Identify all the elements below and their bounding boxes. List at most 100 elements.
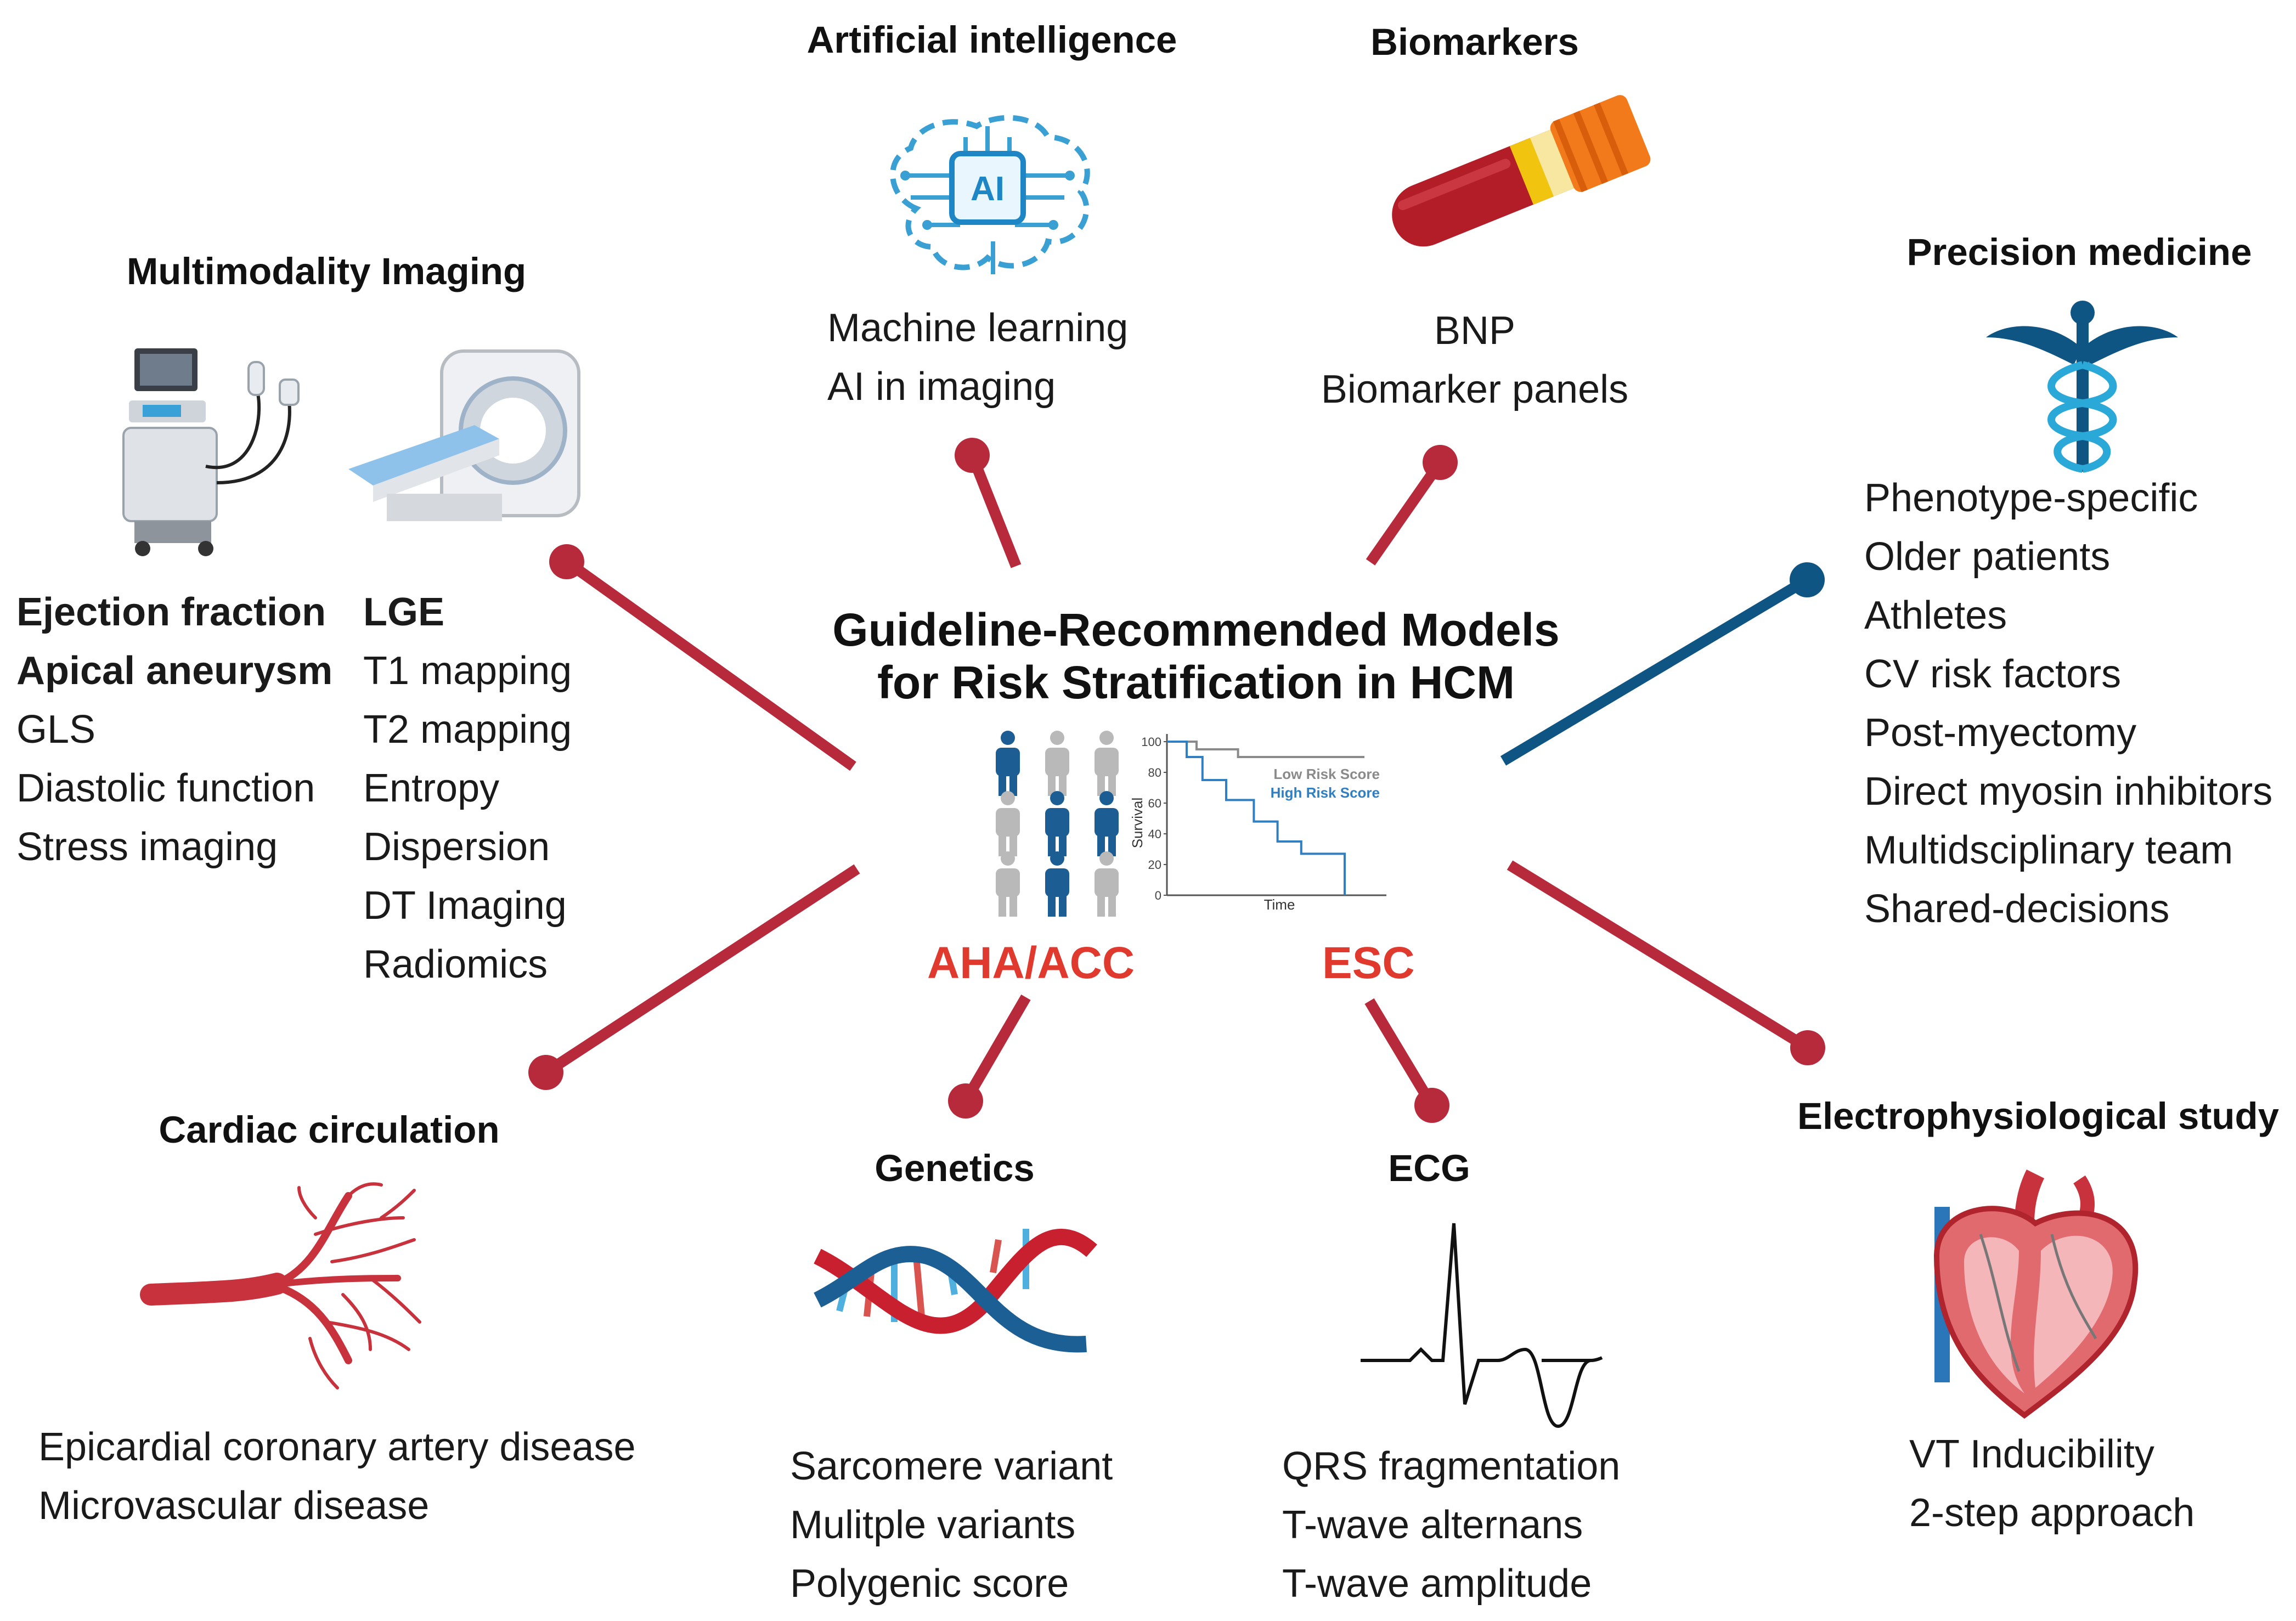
mri-scanner-icon bbox=[348, 349, 580, 521]
biomarkers-items: BNP Biomarker panels bbox=[1321, 302, 1628, 419]
chart-xlabel: Time bbox=[1264, 896, 1295, 913]
ecg-item: T-wave amplitude bbox=[1282, 1562, 1592, 1606]
ai-brain-icon: AI bbox=[890, 115, 1090, 274]
chart-y-tick-label: 80 bbox=[1148, 766, 1161, 780]
precision-item: Multidsciplinary team bbox=[1864, 828, 2233, 872]
person-figure bbox=[1095, 791, 1119, 856]
chart-y-tick-label: 0 bbox=[1155, 889, 1161, 902]
chart-series-line-high-risk-score bbox=[1167, 741, 1346, 895]
spoke-imaging bbox=[549, 544, 856, 771]
precision-item: CV risk factors bbox=[1864, 652, 2122, 696]
guideline-esc: ESC bbox=[1322, 938, 1415, 988]
ecg-items: QRS fragmentation T-wave alternans T-wav… bbox=[1282, 1437, 1620, 1613]
imaging-item: T1 mapping bbox=[363, 649, 572, 693]
spokes bbox=[528, 438, 1825, 1123]
ecg-waveform-icon bbox=[1361, 1223, 1603, 1428]
chart-ylabel: Survival bbox=[1129, 798, 1146, 848]
imaging-col1: GLS Diastolic function Stress imaging bbox=[16, 701, 315, 877]
spoke-genetics bbox=[948, 994, 1031, 1119]
caduceus-icon bbox=[1986, 301, 2178, 473]
ecg-item: QRS fragmentation bbox=[1282, 1444, 1621, 1488]
person-figure bbox=[1095, 851, 1119, 917]
imaging-heading: Multimodality Imaging bbox=[126, 250, 527, 292]
person-figure bbox=[996, 791, 1020, 856]
survival-chart: Survival Time 100 80 60 40 20 0 Low Risk Scor… bbox=[1129, 734, 1386, 913]
spoke-ecg bbox=[1364, 998, 1449, 1123]
imaging-item: Dispersion bbox=[363, 825, 550, 869]
circulation-items: Epicardial coronary artery disease Micro… bbox=[38, 1418, 636, 1535]
chart-y-tick-label: 20 bbox=[1148, 858, 1161, 872]
ep-heading: Electrophysiological study bbox=[1797, 1095, 2280, 1137]
ep-item: VT Inducibility bbox=[1909, 1432, 2154, 1476]
ecg-item: T-wave alternans bbox=[1282, 1503, 1583, 1547]
chart-y-tick-label: 60 bbox=[1148, 797, 1161, 810]
precision-item: Direct myosin inhibitors bbox=[1864, 770, 2273, 814]
imaging-item: Stress imaging bbox=[16, 825, 278, 869]
genetics-items: Sarcomere variant Mulitple variants Poly… bbox=[790, 1437, 1113, 1613]
person-figure bbox=[996, 731, 1020, 796]
spoke-precision bbox=[1500, 562, 1825, 766]
imaging-col2-bold: LGE bbox=[363, 583, 444, 642]
person-figure bbox=[1045, 731, 1069, 796]
ep-item: 2-step approach bbox=[1909, 1491, 2195, 1535]
chart-series-line-low-risk-score bbox=[1167, 741, 1364, 758]
spoke-biomarkers bbox=[1366, 445, 1458, 566]
title-line-1: Guideline-Recommended Models bbox=[832, 604, 1560, 656]
population-icon bbox=[996, 731, 1119, 917]
genetics-item: Sarcomere variant bbox=[790, 1444, 1113, 1488]
ai-items: Machine learning AI in imaging bbox=[827, 299, 1128, 416]
person-figure bbox=[996, 851, 1020, 917]
biomarkers-heading: Biomarkers bbox=[1370, 21, 1579, 63]
precision-item: Athletes bbox=[1864, 594, 2007, 637]
circulation-item: Epicardial coronary artery disease bbox=[38, 1425, 636, 1469]
genetics-item: Polygenic score bbox=[790, 1562, 1069, 1606]
imaging-item: DT Imaging bbox=[363, 884, 567, 928]
genetics-heading: Genetics bbox=[875, 1147, 1035, 1189]
ai-chip-label: AI bbox=[971, 170, 1005, 208]
biomarker-item: BNP bbox=[1434, 309, 1516, 353]
imaging-item: Diastolic function bbox=[16, 766, 315, 810]
legend-low-risk: Low Risk Score bbox=[1273, 766, 1380, 782]
precision-item: Shared-decisions bbox=[1864, 887, 2170, 931]
imaging-item: T2 mapping bbox=[363, 708, 572, 752]
precision-items: Phenotype-specific Older patients Athlet… bbox=[1864, 469, 2272, 939]
circulation-heading: Cardiac circulation bbox=[159, 1109, 500, 1151]
dna-icon bbox=[814, 1229, 1097, 1353]
chart-y-ticks: 100 80 60 40 20 0 bbox=[1141, 735, 1167, 902]
precision-item: Post-myectomy bbox=[1864, 711, 2137, 755]
precision-heading: Precision medicine bbox=[1906, 231, 2252, 273]
chart-y-tick-label: 40 bbox=[1148, 827, 1161, 841]
chart-series bbox=[1167, 741, 1364, 895]
blood-tube-icon bbox=[1392, 95, 1651, 247]
imaging-col2: T1 mapping T2 mapping Entropy Dispersion… bbox=[363, 642, 572, 994]
ultrasound-machine-icon bbox=[122, 348, 300, 556]
center-title: Guideline-Recommended Models for Risk St… bbox=[832, 603, 1560, 709]
spoke-ep bbox=[1507, 860, 1825, 1065]
imaging-item: GLS bbox=[16, 708, 96, 752]
ai-item: Machine learning bbox=[827, 306, 1129, 350]
precision-item: Older patients bbox=[1864, 535, 2111, 579]
spoke-circulation bbox=[528, 864, 860, 1090]
chart-y-tick-label: 100 bbox=[1141, 735, 1161, 749]
imaging-item: Radiomics bbox=[363, 942, 548, 986]
legend-high-risk: High Risk Score bbox=[1271, 784, 1380, 801]
imaging-item: Apical aneurysm bbox=[16, 649, 333, 693]
guideline-aha-acc: AHA/ACC bbox=[927, 938, 1135, 988]
person-figure bbox=[1045, 791, 1069, 856]
imaging-col1-bold: Ejection fraction Apical aneurysm bbox=[16, 583, 332, 701]
imaging-item: Ejection fraction bbox=[16, 590, 326, 634]
imaging-item: Entropy bbox=[363, 766, 500, 810]
spoke-ai bbox=[955, 438, 1022, 568]
ai-heading: Artificial intelligence bbox=[806, 19, 1177, 61]
coronary-vessel-icon bbox=[140, 1182, 421, 1390]
ai-item: AI in imaging bbox=[827, 365, 1056, 409]
genetics-item: Mulitple variants bbox=[790, 1503, 1076, 1547]
biomarker-item: Biomarker panels bbox=[1321, 368, 1629, 411]
imaging-item: LGE bbox=[363, 590, 445, 634]
person-figure bbox=[1045, 851, 1069, 917]
circulation-item: Microvascular disease bbox=[38, 1484, 430, 1528]
ep-items: VT Inducibility 2-step approach bbox=[1909, 1425, 2195, 1543]
title-line-2: for Risk Stratification in HCM bbox=[877, 657, 1515, 708]
